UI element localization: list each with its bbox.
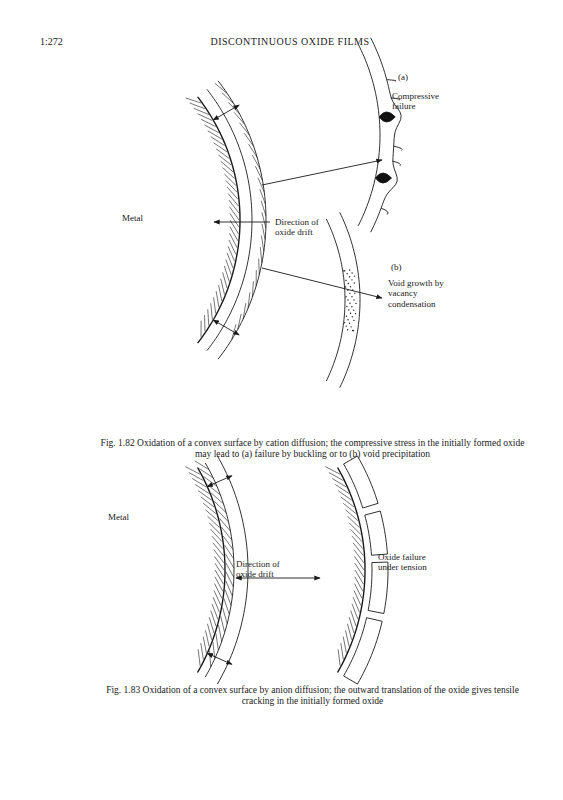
material-label: Metal (122, 213, 162, 223)
oxide-inner-surface (358, 44, 380, 226)
annotation: Compressive failure (392, 91, 442, 112)
vacancy-stipple (343, 269, 357, 331)
oxide-inner-surface (326, 219, 345, 381)
surface-ripple (394, 146, 402, 150)
oxide-hatching (215, 83, 266, 339)
annotation: Direction of oxide drift (275, 217, 337, 238)
thickness-arrow (207, 476, 232, 487)
metal-hatching (186, 98, 239, 337)
metal-hatching (185, 467, 224, 666)
cracked-oxide-segment (344, 618, 383, 684)
annotation: Direction of oxide drift (236, 559, 298, 580)
material-label: Metal (108, 512, 148, 522)
figure-caption: Fig. 1.82 Oxidation of a convex surface … (100, 438, 525, 460)
oxide-inner-surface (205, 463, 234, 677)
pointer-arrow (262, 160, 382, 185)
drift-arrow (214, 222, 270, 223)
figure-caption: Fig. 1.83 Oxidation of a convex surface … (100, 685, 525, 707)
failure-void (379, 112, 395, 122)
metal-hatching (325, 467, 364, 666)
failure-void (375, 173, 391, 183)
pointer-arrow (262, 268, 382, 298)
oxide-hatching (195, 461, 234, 667)
running-head: DISCONTINUOUS OXIDE FILMS (160, 36, 420, 48)
metal-surface (198, 468, 225, 673)
page-number: 1:272 (40, 36, 100, 48)
surface-ripple (381, 208, 388, 214)
cracked-oxide-segment (365, 511, 388, 555)
part-label: (a) (398, 72, 428, 82)
surface-ripple (387, 80, 396, 82)
buckled-oxide-surface (371, 38, 401, 232)
cracked-oxide-segment (344, 456, 378, 508)
oxide-outer-surface (218, 81, 266, 359)
thickness-arrow (213, 105, 239, 120)
part-label: (b) (391, 262, 421, 272)
metal-surface (338, 468, 365, 673)
surface-ripple (392, 161, 400, 166)
oxide-inner-surface (207, 89, 252, 350)
annotation: Void growth by vacancy condensation (388, 278, 454, 309)
thickness-arrow (207, 653, 232, 664)
oxide-outer-surface (340, 212, 360, 387)
thickness-arrow (213, 320, 239, 335)
annotation: Oxide failure under tension (378, 552, 438, 573)
